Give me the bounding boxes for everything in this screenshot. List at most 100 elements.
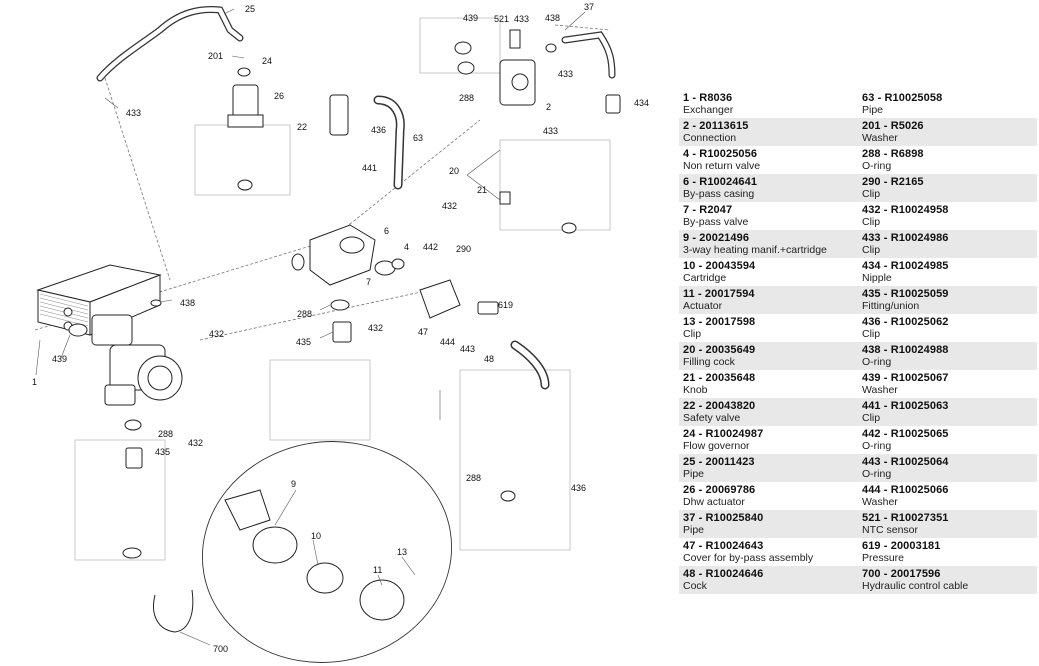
part-code: 434 - R10024985 <box>862 260 949 272</box>
part-description: O-ring <box>862 440 892 452</box>
part-code: 442 - R10025065 <box>862 428 949 440</box>
callout-433a: 433 <box>126 108 141 118</box>
part-code: 2 - 20113615 <box>683 120 749 132</box>
part-description: Washer <box>862 132 898 144</box>
part-description: Cartridge <box>683 272 727 284</box>
callout-7: 7 <box>366 277 371 287</box>
part-code: 521 - R10027351 <box>862 512 949 524</box>
pump-assembly <box>91 314 183 406</box>
callout-439a: 439 <box>463 13 478 23</box>
callout-441: 441 <box>362 163 377 173</box>
callout-700: 700 <box>213 644 228 654</box>
fittings <box>68 41 621 559</box>
part-code: 21 - 20035648 <box>683 372 756 384</box>
callout-290: 290 <box>456 244 471 254</box>
part-description: Safety valve <box>683 412 741 424</box>
callout-4: 4 <box>404 242 409 252</box>
part-code: 432 - R10024958 <box>862 204 949 216</box>
callout-444: 444 <box>440 337 455 347</box>
callout-6: 6 <box>384 226 389 236</box>
callout-521: 521 <box>494 14 509 24</box>
hydraulic-cable <box>153 589 194 633</box>
callout-435a: 435 <box>296 337 311 347</box>
callout-47: 47 <box>418 327 428 337</box>
callout-288c: 288 <box>158 429 173 439</box>
callout-432a: 432 <box>442 201 457 211</box>
callout-1: 1 <box>32 377 37 387</box>
dhw-actuator <box>227 84 264 128</box>
callout-201: 201 <box>208 51 223 61</box>
part-code: 443 - R10025064 <box>862 456 949 468</box>
part-description: Washer <box>862 496 898 508</box>
part-description: Pipe <box>683 524 705 536</box>
callout-25: 25 <box>245 4 255 14</box>
callout-labels: 25 201 24 26 433 22 436 63 441 439 521 4… <box>32 2 649 654</box>
part-description: By-pass casing <box>683 188 755 200</box>
callout-21: 21 <box>477 185 487 195</box>
callout-288d: 288 <box>466 473 481 483</box>
callout-432c: 432 <box>209 329 224 339</box>
part-code: 24 - R10024987 <box>683 428 764 440</box>
part-code: 48 - R10024646 <box>683 568 764 580</box>
callout-438b: 438 <box>180 298 195 308</box>
part-code: 6 - R10024641 <box>683 176 758 188</box>
callout-436b: 436 <box>571 483 586 493</box>
part-description: Pressure <box>862 552 905 564</box>
part-code: 700 - 20017596 <box>862 568 941 580</box>
callout-434: 434 <box>634 98 649 108</box>
part-code: 13 - 20017598 <box>683 316 756 328</box>
part-code: 441 - R10025063 <box>862 400 949 412</box>
callout-433d: 433 <box>543 126 558 136</box>
part-description: Cover for by-pass assembly <box>683 552 814 564</box>
part-description: Clip <box>862 244 881 256</box>
part-code: 1 - R8036 <box>683 92 733 104</box>
part-code: 37 - R10025840 <box>683 512 764 524</box>
part-description: Clip <box>862 216 881 228</box>
part-description: Pipe <box>862 104 884 116</box>
part-code: 7 - R2047 <box>683 204 733 216</box>
part-description: Clip <box>862 412 881 424</box>
callout-439b: 439 <box>52 354 67 364</box>
part-description: Clip <box>862 188 881 200</box>
part-code: 22 - 20043820 <box>683 400 756 412</box>
part-description: 3-way heating manif.+cartridge <box>683 244 827 256</box>
part-description: Fitting/union <box>862 300 920 312</box>
callout-11: 11 <box>373 565 382 575</box>
part-description: O-ring <box>862 356 892 368</box>
callout-10: 10 <box>311 531 321 541</box>
